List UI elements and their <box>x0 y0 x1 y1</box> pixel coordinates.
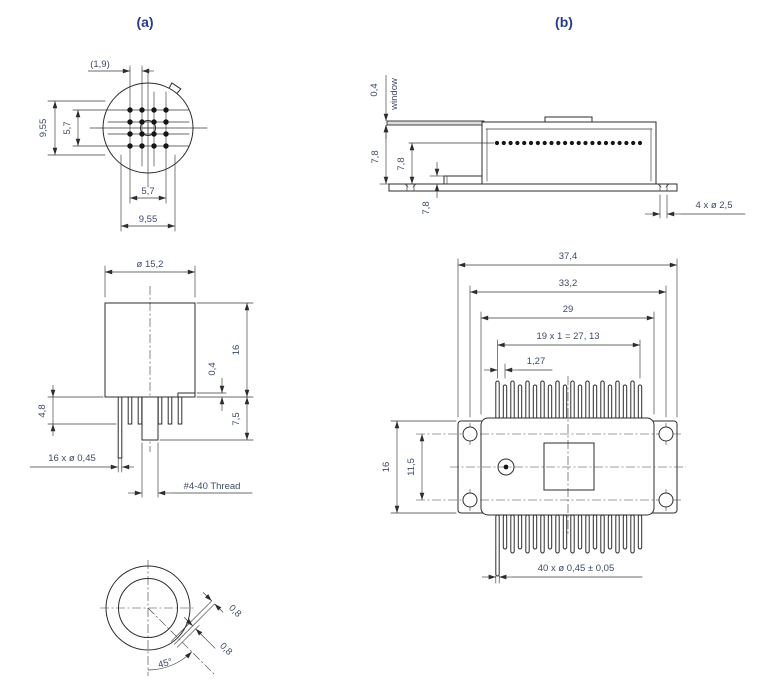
dim-stud-length: 7,5 <box>231 412 242 425</box>
dim-height-overall: 16 <box>381 462 392 473</box>
pin-grid <box>127 107 169 149</box>
dim-can-diameter: ø 15,2 <box>137 259 164 270</box>
pin-row-dots <box>494 140 643 146</box>
threaded-stud <box>141 396 159 441</box>
dim-body-width: 29 <box>563 304 574 315</box>
sensor-window <box>543 442 595 491</box>
mounting-hole <box>658 492 674 508</box>
dim-pin-count-note: 40 x ø 0,45 ± 0,05 <box>538 563 615 574</box>
pin-comb-top <box>495 380 643 420</box>
dim-body-height: 16 <box>231 345 242 356</box>
index-tab <box>168 82 182 95</box>
package-body-bottom <box>480 417 655 516</box>
window-plate <box>386 120 485 126</box>
dim-hole-spacing: 11,5 <box>406 458 417 476</box>
panel-a-side-view: ø 15,2 16 0,4 7,5 4,8 16 x ø 0,45 #4 <box>30 259 254 498</box>
mounting-hole <box>462 426 478 442</box>
dim-hole-span: 33,2 <box>559 278 578 289</box>
panel-b-title: (b) <box>555 14 573 30</box>
center-hole <box>140 120 156 136</box>
dim-pin-pitch: 1,27 <box>527 356 546 367</box>
panel-a-title: (a) <box>136 14 153 30</box>
dim-pin-pitch: (1,9) <box>90 59 110 70</box>
panel-a-top-view: (1,9) 9,55 5,7 5,7 9,55 <box>38 59 208 232</box>
dim-height-outer: 7,8 <box>370 150 381 163</box>
window-bump <box>544 116 593 123</box>
dim-width-overall: 37,4 <box>559 251 578 262</box>
dim-height-inner: 7,8 <box>396 157 407 170</box>
window-label: window <box>389 78 400 111</box>
dim-inner-vertical: 5,7 <box>62 121 73 134</box>
dim-outer-vertical: 9,55 <box>38 119 49 138</box>
package-body <box>481 121 657 185</box>
dim-inner-horizontal: 5,7 <box>141 186 154 197</box>
panel-b-side-view: 0,4 window 7,8 7,8 7,8 4 x ø 2,5 <box>369 75 746 219</box>
mounting-hole <box>658 426 674 442</box>
pin-comb-bottom <box>495 514 643 577</box>
dim-mounting-holes: 4 x ø 2,5 <box>696 200 733 211</box>
panel-b-bottom-view: 37,4 33,2 29 19 x 1 = 27, 13 1,27 16 11,… <box>381 251 686 584</box>
dim-notch-offset-outer: 0,8 <box>226 603 243 620</box>
index-mark <box>497 458 515 476</box>
dim-pin-count-note: 16 x ø 0,45 <box>48 453 96 464</box>
panel-a-bottom-view: 0,8 0,8 45° <box>100 560 243 676</box>
dim-notch-offset-inner: 0,8 <box>217 641 234 658</box>
base-plate <box>388 183 678 192</box>
dim-base-step: 7,8 <box>421 201 432 214</box>
dim-flange-step: 0,4 <box>207 362 218 375</box>
dim-pin-span: 19 x 1 = 27, 13 <box>536 331 599 342</box>
dim-outer-horizontal: 9,55 <box>139 214 158 225</box>
dim-pin-length: 4,8 <box>37 404 48 417</box>
mounting-hole <box>462 492 478 508</box>
dim-thread-note: #4-40 Thread <box>184 481 241 492</box>
dim-angle: 45° <box>157 656 174 670</box>
can-pins <box>117 396 183 459</box>
dim-window-thickness: 0,4 <box>369 83 380 96</box>
